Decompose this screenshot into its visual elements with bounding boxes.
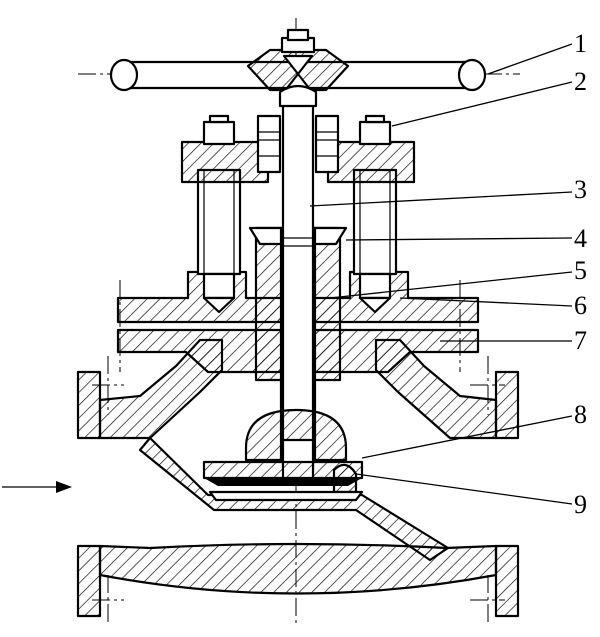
flow-direction-arrow — [2, 481, 72, 493]
valve-stem — [281, 96, 315, 472]
seat-ring — [208, 463, 364, 502]
part-label-1: 1 — [574, 29, 587, 58]
part-label-9: 9 — [574, 490, 587, 519]
part-label-4: 4 — [574, 224, 587, 253]
part-label-6: 6 — [574, 291, 587, 320]
stud-bolts — [180, 114, 416, 314]
valve-disc — [202, 408, 364, 486]
part-label-3: 3 — [574, 175, 587, 204]
leader-lines — [309, 43, 573, 505]
part-label-5: 5 — [574, 256, 587, 285]
part-labels: 1 2 3 4 5 6 7 8 9 — [574, 29, 587, 519]
part-label-2: 2 — [574, 67, 587, 96]
part-label-7: 7 — [574, 326, 587, 355]
handwheel — [109, 28, 487, 108]
part-label-8: 8 — [574, 400, 587, 429]
gland-bolts — [256, 114, 340, 174]
